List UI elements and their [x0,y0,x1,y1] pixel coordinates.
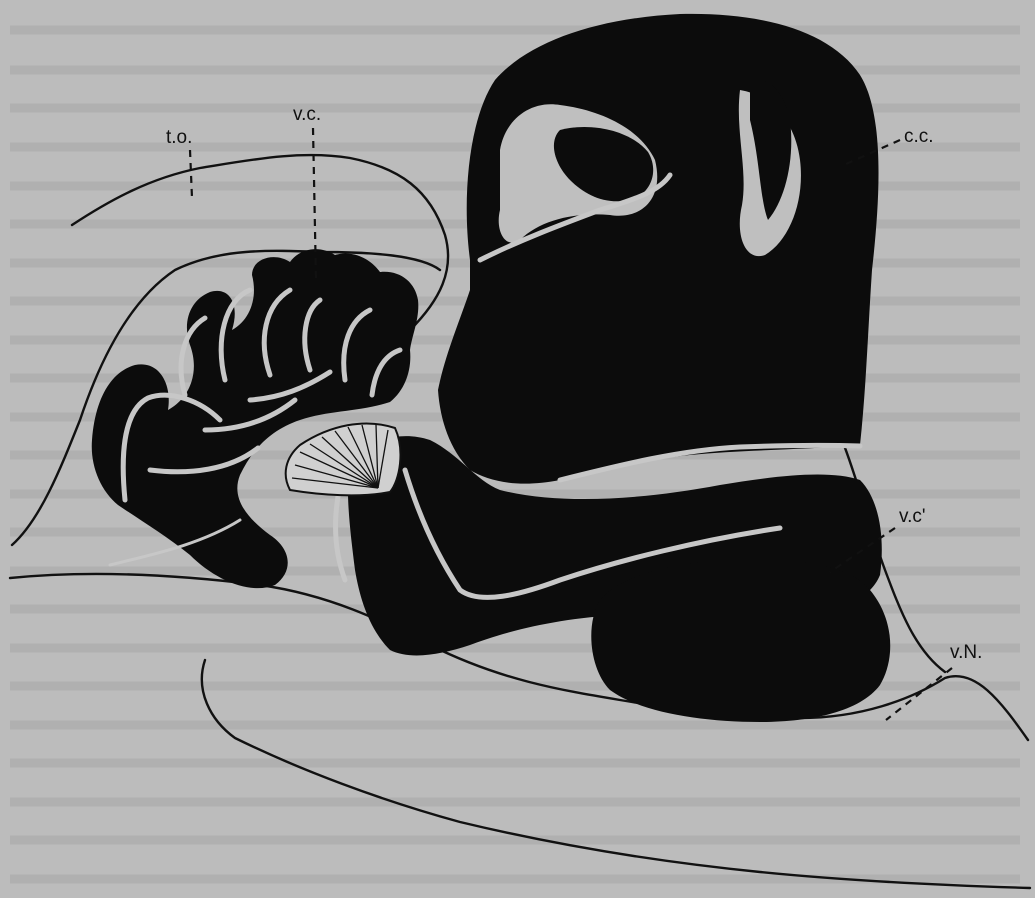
label-cc: c.c. [904,126,934,147]
label-vc-prime: v.c' [899,506,926,527]
label-vc: v.c. [293,104,321,125]
label-vn: v.N. [950,642,982,663]
label-to: t.o. [166,127,192,148]
